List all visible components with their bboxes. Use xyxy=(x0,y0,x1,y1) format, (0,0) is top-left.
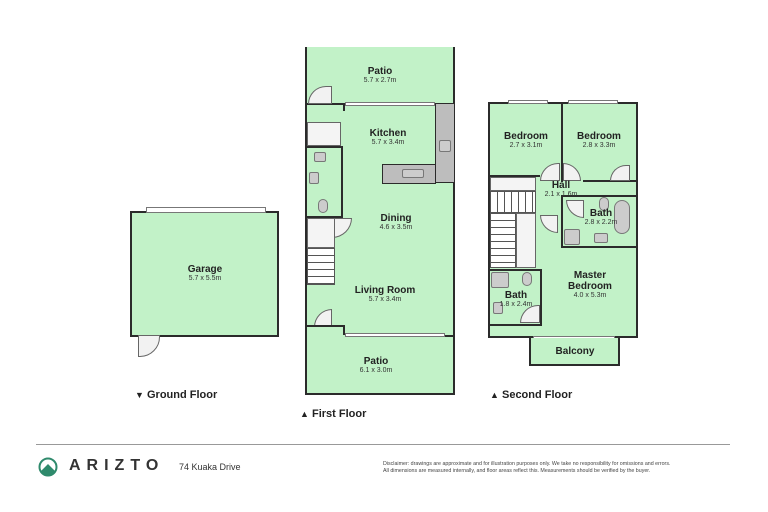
sink-icon xyxy=(402,169,424,178)
balcony-room xyxy=(529,338,620,366)
wall xyxy=(561,195,638,197)
shower-icon xyxy=(564,229,580,245)
cooktop-icon xyxy=(439,140,451,152)
property-address: 74 Kuaka Drive xyxy=(179,462,241,472)
toilet-icon xyxy=(522,272,532,286)
stair-landing xyxy=(490,177,536,191)
bedroom-window xyxy=(568,100,618,104)
wall xyxy=(561,102,563,182)
stair-landing xyxy=(307,218,335,248)
garage-door xyxy=(138,335,160,357)
balcony-label: Balcony xyxy=(555,346,595,357)
staircase xyxy=(307,248,335,285)
patio-bottom-label: Patio 6.1 x 3.0m xyxy=(359,356,393,374)
kitchen-label: Kitchen 5.7 x 3.4m xyxy=(369,128,407,146)
wall xyxy=(305,146,343,148)
wall xyxy=(305,216,343,218)
sink-icon xyxy=(314,152,326,162)
wall xyxy=(540,269,542,324)
master-bedroom-label: Master Bedroom 4.0 x 5.3m xyxy=(568,270,612,299)
living-room-label: Living Room 5.7 x 3.4m xyxy=(354,285,416,303)
pantry-doors xyxy=(307,122,341,146)
bedroom-2-label: Bedroom 2.8 x 3.3m xyxy=(577,131,621,149)
disclaimer: Disclaimer: drawings are approximate and… xyxy=(383,461,671,475)
sink-icon xyxy=(309,172,319,184)
brand-logo-icon xyxy=(38,457,58,477)
bedroom-window xyxy=(508,100,548,104)
staircase xyxy=(490,191,536,213)
wall xyxy=(488,175,540,177)
wall xyxy=(305,325,345,327)
bedroom-1-label: Bedroom 2.7 x 3.1m xyxy=(504,131,548,149)
garage-label: Garage 5.7 x 5.5m xyxy=(187,264,223,282)
sink-icon xyxy=(493,302,503,314)
ground-floor-label: ▼ Ground Floor xyxy=(135,389,218,401)
wall xyxy=(341,146,343,218)
sliding-door xyxy=(345,333,445,337)
footer-divider xyxy=(36,444,730,445)
second-floor-label: ▲ Second Floor xyxy=(490,389,573,401)
brand-name: ARIZTO xyxy=(69,457,165,474)
bathtub-icon xyxy=(614,200,630,234)
sliding-door xyxy=(345,102,435,106)
wall xyxy=(561,195,563,247)
up-arrow-icon: ▲ xyxy=(300,409,309,419)
dining-label: Dining 4.6 x 3.5m xyxy=(379,213,413,231)
down-arrow-icon: ▼ xyxy=(135,390,144,400)
bath-label: Bath 2.8 x 2.2m xyxy=(584,208,618,226)
garage-window xyxy=(146,207,266,213)
first-floor-label: ▲ First Floor xyxy=(300,408,367,420)
wall xyxy=(583,180,638,182)
wall xyxy=(561,246,638,248)
stair-wall xyxy=(516,213,536,268)
toilet-icon xyxy=(599,197,609,211)
hall-label: Hall 2.1 x 1.6m xyxy=(544,180,578,198)
shower-icon xyxy=(491,272,509,288)
staircase xyxy=(490,213,516,268)
wall xyxy=(488,324,542,326)
wall xyxy=(305,103,345,105)
sink-icon xyxy=(594,233,608,243)
toilet-icon xyxy=(318,199,328,213)
wall xyxy=(343,325,345,335)
wall xyxy=(488,269,542,271)
ensuite-bath-label: Bath 1.8 x 2.4m xyxy=(499,290,533,308)
wall xyxy=(343,103,345,111)
up-arrow-icon: ▲ xyxy=(490,390,499,400)
wall xyxy=(445,335,455,337)
patio-top-label: Patio 5.7 x 2.7m xyxy=(363,66,397,84)
